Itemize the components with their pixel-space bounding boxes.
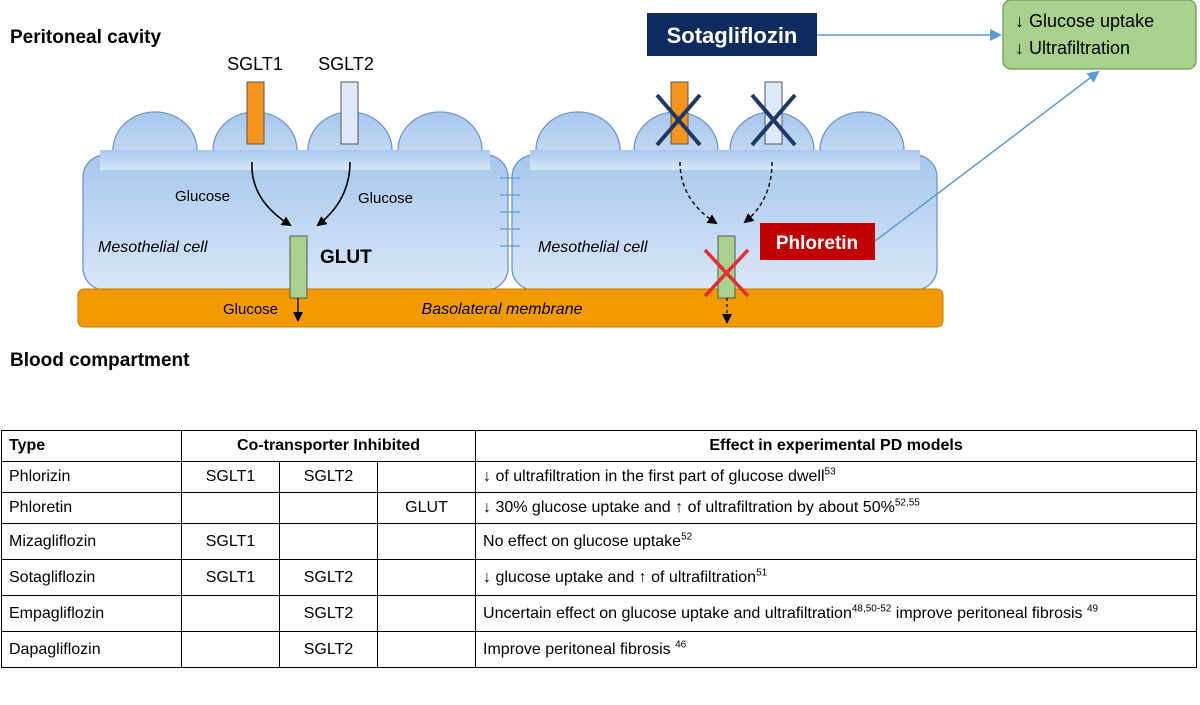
blocked-arrow-left xyxy=(679,161,718,225)
cell-glut xyxy=(376,631,477,668)
effect-text: ↓ of ultrafiltration in the first part o… xyxy=(483,468,825,485)
sglt2-transporter-left xyxy=(340,81,359,145)
table-row: Phlorizin SGLT1 SGLT2 ↓ of ultrafiltrati… xyxy=(1,461,1198,493)
effect-line-1: ↓ Glucose uptake xyxy=(1015,11,1154,31)
cell-sglt2: SGLT2 xyxy=(279,559,378,596)
cell-effect: ↓ of ultrafiltration in the first part o… xyxy=(475,461,1198,493)
cell-sglt2 xyxy=(279,492,378,524)
effect-refs: 52,55 xyxy=(894,497,920,509)
mesothelial-cell-right-label: Mesothelial cell xyxy=(538,239,648,256)
effect-refs: 51 xyxy=(756,567,768,579)
table-row: Phloretin GLUT ↓ 30% glucose uptake and … xyxy=(1,492,1198,524)
cell-effect: Improve peritoneal fibrosis 46 xyxy=(475,631,1198,668)
glucose-bottom-label: Glucose xyxy=(223,301,278,318)
phloretin-label: Phloretin xyxy=(776,233,858,254)
cell-sglt1 xyxy=(181,595,280,632)
effect-text: Improve peritoneal fibrosis xyxy=(483,640,676,658)
header-effect: Effect in experimental PD models xyxy=(475,430,1198,462)
cell-type: Mizagliflozin xyxy=(1,523,182,560)
sglt1-transporter-left xyxy=(246,81,265,145)
effect-refs: 52 xyxy=(681,531,693,543)
glucose-left-label: Glucose xyxy=(175,188,230,205)
effect-text-2: improve peritoneal fibrosis xyxy=(891,604,1087,622)
cell-sglt2: SGLT2 xyxy=(279,631,378,668)
sglt2-label: SGLT2 xyxy=(318,54,374,74)
tight-junctions xyxy=(500,177,520,247)
phloretin-box xyxy=(760,223,875,260)
cell-sglt2: SGLT2 xyxy=(279,595,378,632)
sotagliflozin-label: Sotagliflozin xyxy=(667,23,798,48)
cell-type: Phloretin xyxy=(1,492,182,524)
cell-sglt1: SGLT1 xyxy=(181,523,280,560)
cell-effect: ↓ glucose uptake and ↑ of ultrafiltratio… xyxy=(475,559,1198,596)
cell-sglt2: SGLT2 xyxy=(279,461,378,493)
cell-effect: No effect on glucose uptake52 xyxy=(475,523,1198,560)
header-cotransporter: Co-transporter Inhibited xyxy=(180,430,477,462)
cell-type: Dapagliflozin xyxy=(1,631,182,668)
effect-text: Uncertain effect on glucose uptake and u… xyxy=(483,604,852,622)
effect-text: ↓ 30% glucose uptake and ↑ of ultrafiltr… xyxy=(483,499,895,516)
table-row: Mizagliflozin SGLT1 No effect on glucose… xyxy=(1,523,1198,560)
sglt1-block-cross xyxy=(655,93,702,147)
table-row: Dapagliflozin SGLT2 Improve peritoneal f… xyxy=(1,631,1198,668)
cell-sglt1 xyxy=(181,631,280,668)
phloretin-to-effect-arrow xyxy=(874,70,1100,242)
effect-text: No effect on glucose uptake xyxy=(483,532,682,550)
cell-effect: ↓ 30% glucose uptake and ↑ of ultrafiltr… xyxy=(475,492,1198,524)
effect-text: ↓ glucose uptake and ↑ of ultrafiltratio… xyxy=(483,568,757,586)
cell-glut: GLUT xyxy=(376,492,477,524)
effect-line-2: ↓ Ultrafiltration xyxy=(1015,38,1130,58)
cell-glut xyxy=(376,523,477,560)
cell-sglt1: SGLT1 xyxy=(181,559,280,596)
peritoneal-cavity-label: Peritoneal cavity xyxy=(10,27,162,48)
cell-sglt2 xyxy=(279,523,378,560)
sglt1-label: SGLT1 xyxy=(227,54,283,74)
glucose-arrow-right xyxy=(316,161,351,227)
table-header-row: Type Co-transporter Inhibited Effect in … xyxy=(1,430,1198,462)
effect-box xyxy=(1002,0,1197,70)
basolateral-membrane-label: Basolateral membrane xyxy=(422,301,583,318)
cell-sglt1: SGLT1 xyxy=(181,461,280,493)
effect-refs: 53 xyxy=(824,466,836,478)
glut-label: GLUT xyxy=(320,247,372,268)
table-row: Sotagliflozin SGLT1 SGLT2 ↓ glucose upta… xyxy=(1,559,1198,596)
sotagliflozin-box xyxy=(647,13,817,56)
left-cell xyxy=(82,111,509,291)
inhibitor-table: Type Co-transporter Inhibited Effect in … xyxy=(1,430,1198,668)
header-type: Type xyxy=(1,430,182,462)
effect-refs: 48,50-52 xyxy=(851,603,892,615)
cell-type: Phlorizin xyxy=(1,461,182,493)
table-row: Empagliflozin SGLT2 Uncertain effect on … xyxy=(1,595,1198,632)
effect-refs-2: 49 xyxy=(1086,603,1099,615)
cell-sglt1 xyxy=(181,492,280,524)
mechanism-diagram: Basolateral membrane Glucose SGLT1 SGLT2… xyxy=(77,0,1197,328)
mesothelial-cell-left-label: Mesothelial cell xyxy=(98,239,208,256)
effect-refs: 46 xyxy=(675,639,687,651)
cell-glut xyxy=(376,559,477,596)
cell-type: Empagliflozin xyxy=(1,595,182,632)
glut-block-cross xyxy=(703,248,750,298)
glut-transporter-left xyxy=(289,235,308,299)
glucose-right-label: Glucose xyxy=(358,190,413,207)
blood-compartment-label: Blood compartment xyxy=(10,350,190,371)
cell-type: Sotagliflozin xyxy=(1,559,182,596)
glucose-arrow-left xyxy=(251,161,292,227)
cell-effect: Uncertain effect on glucose uptake and u… xyxy=(475,595,1198,632)
cell-glut xyxy=(376,461,477,493)
sglt2-block-cross xyxy=(750,93,797,147)
cell-glut xyxy=(376,595,477,632)
